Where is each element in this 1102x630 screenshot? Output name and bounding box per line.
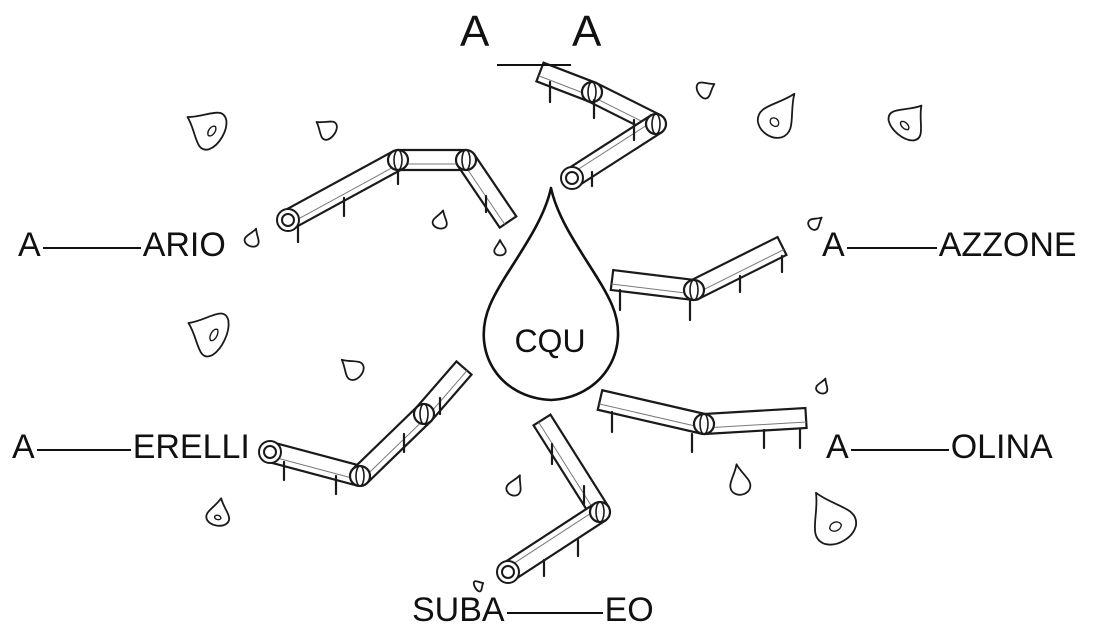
label-lower-right-before: A xyxy=(826,428,849,466)
pipe-upper-right xyxy=(609,235,788,322)
water-drop-icon xyxy=(807,216,823,231)
water-drop-icon xyxy=(340,358,365,381)
pipe-coupling xyxy=(651,113,661,135)
pipe-lower-right xyxy=(596,388,808,454)
pipe-shading xyxy=(611,283,694,295)
pipe-segment xyxy=(702,406,808,436)
water-drop-icon xyxy=(756,92,796,139)
water-drop-icon xyxy=(505,474,522,497)
top-label-right: A xyxy=(572,7,602,56)
water-drop-icon xyxy=(472,580,485,593)
label-bottom-after: EO xyxy=(604,591,654,629)
pipe-elbow xyxy=(454,148,478,172)
pipe-open-end-inner xyxy=(565,171,579,185)
water-drop-icon xyxy=(243,227,260,248)
top-label-blank xyxy=(497,64,571,66)
pipe-shading xyxy=(289,163,401,224)
pipe-open-end-inner xyxy=(263,445,277,459)
water-drop-group xyxy=(186,81,923,593)
water-drop-icon xyxy=(187,312,230,358)
pipe-lower-left xyxy=(258,359,474,496)
pipe-shading xyxy=(462,161,506,225)
water-drop-icon xyxy=(815,377,829,395)
pipe-elbow xyxy=(580,80,604,104)
pipe-group xyxy=(258,61,808,584)
pipe-elbow xyxy=(386,148,410,172)
water-drop-icon xyxy=(729,463,752,496)
water-drop-icon xyxy=(813,491,857,546)
pipe-shading xyxy=(505,508,599,570)
blank-line xyxy=(846,247,937,250)
blank-line xyxy=(42,247,141,250)
label-bottom: SUBA EO xyxy=(412,593,654,627)
pipe-upper-left xyxy=(276,148,518,244)
label-lower-right-after: OLINA xyxy=(950,428,1053,466)
label-upper-right-after: AZZONE xyxy=(938,226,1077,264)
pipe-shading xyxy=(704,421,807,429)
water-drop-icon xyxy=(695,81,716,100)
label-lower-left: A ERELLI xyxy=(12,430,250,464)
central-water-drop xyxy=(482,186,620,402)
pipe-coupling xyxy=(419,403,429,425)
water-drop-icon xyxy=(186,111,228,151)
blank-line xyxy=(850,449,949,452)
pipe-segment xyxy=(266,440,364,488)
label-upper-left-before: A xyxy=(18,226,41,264)
pipe-shading xyxy=(598,403,704,429)
top-label: A xyxy=(460,10,489,54)
pipe-shading xyxy=(362,416,428,480)
label-upper-left-after: ARIO xyxy=(142,226,226,264)
pipe-segment xyxy=(596,388,708,436)
pipe-coupling xyxy=(355,465,365,487)
pipe-coupling xyxy=(699,413,709,435)
pipe-top xyxy=(534,61,668,190)
label-bottom-before: SUBA xyxy=(412,591,505,629)
pipe-elbow xyxy=(588,500,612,524)
pipe-elbow xyxy=(412,402,436,426)
pipe-elbow xyxy=(692,412,716,436)
label-upper-left: A ARIO xyxy=(18,228,226,262)
water-drop-icon xyxy=(431,209,448,230)
label-upper-right: A AZZONE xyxy=(822,228,1077,262)
pipe-coupling xyxy=(461,149,471,171)
top-label-right-wrap: A xyxy=(572,10,601,54)
pipe-coupling xyxy=(689,279,699,301)
pipe-coupling xyxy=(587,81,597,103)
water-drop-icon xyxy=(205,497,231,527)
label-lower-left-after: ERELLI xyxy=(132,428,250,466)
pipe-shading xyxy=(538,421,598,515)
pipe-shading xyxy=(695,249,785,295)
water-drop-icon xyxy=(493,239,507,257)
top-label-left: A xyxy=(460,7,490,56)
pipe-shading xyxy=(569,120,655,176)
pipe-coupling xyxy=(595,501,605,523)
label-lower-left-before: A xyxy=(12,428,35,466)
center-label: CQU xyxy=(514,323,585,359)
pipe-elbow xyxy=(682,278,706,302)
pipe-elbow xyxy=(348,464,372,488)
pipe-shading xyxy=(268,455,360,481)
pipe-open-end-inner xyxy=(281,213,295,227)
blank-line xyxy=(36,449,131,452)
label-lower-right: A OLINA xyxy=(826,430,1053,464)
water-drop-icon xyxy=(887,104,923,142)
pipe-bottom xyxy=(496,413,612,584)
pipe-open-end-inner xyxy=(501,565,515,579)
water-drop-icon xyxy=(315,120,338,141)
label-upper-right-before: A xyxy=(822,226,845,264)
blank-line xyxy=(506,612,603,615)
pipe-elbow xyxy=(644,112,668,136)
